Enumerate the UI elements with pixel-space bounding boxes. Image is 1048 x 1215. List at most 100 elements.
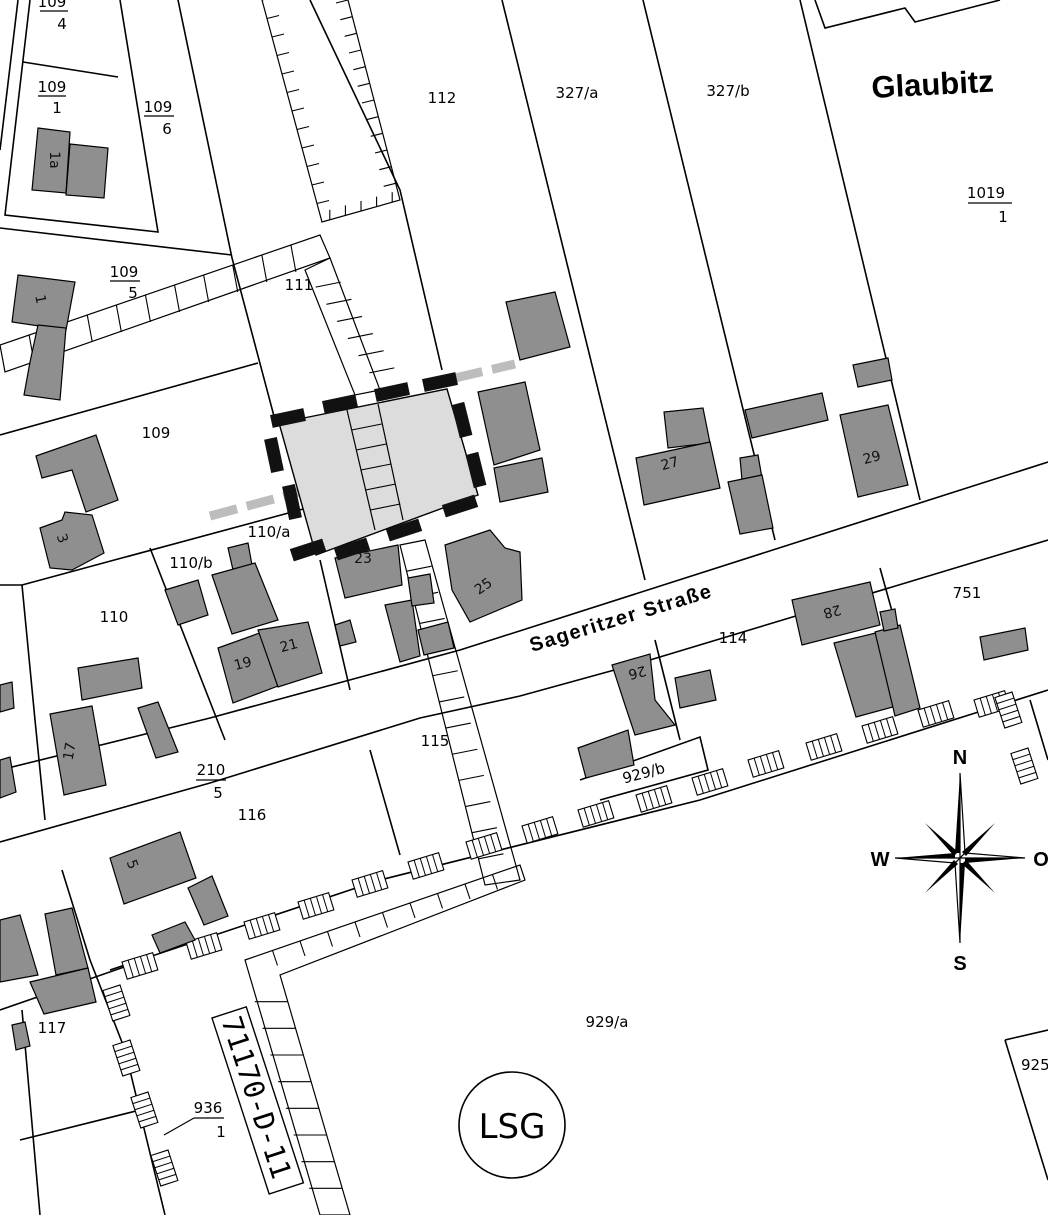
building — [577, 729, 635, 779]
parcel-label-925: 925 — [1021, 1056, 1048, 1074]
building — [0, 756, 17, 799]
compass-rose: N S W O — [871, 747, 1048, 975]
compass-south-label: S — [953, 953, 966, 975]
parcel-label-110b: 110/b — [169, 554, 212, 572]
building — [611, 653, 677, 736]
house-number-1a: 1a — [46, 151, 62, 169]
building — [674, 669, 717, 709]
house-number-28: 28 — [821, 601, 842, 621]
parcel-label-110: 110 — [100, 608, 129, 626]
fence-hatching — [261, 0, 401, 223]
parcel-fraction-1019-1: 1019 1 — [967, 184, 1012, 226]
building — [979, 627, 1029, 661]
buildings — [0, 127, 1029, 1051]
parcel-fraction-936-1: 936 1 — [163, 1099, 226, 1141]
building — [477, 381, 541, 466]
house-number-17: 17 — [61, 741, 80, 761]
building — [493, 457, 549, 503]
building — [635, 441, 721, 506]
parcel-number: 109 — [38, 0, 67, 11]
house-number-1: 1 — [31, 294, 48, 306]
town-name: Glaubitz — [871, 64, 995, 105]
building — [151, 921, 196, 954]
building — [29, 967, 97, 1015]
map-sheet-code: 71170-D-11 — [211, 1005, 305, 1195]
parcel-number: 109 — [110, 263, 139, 281]
house-number-23: 23 — [354, 551, 372, 567]
parcel-fraction-210-5: 210 5 — [196, 761, 226, 802]
parcel-subnumber: 1 — [216, 1123, 226, 1141]
lsg-label: LSG — [479, 1107, 546, 1147]
parcel-subnumber: 5 — [213, 784, 223, 802]
parcel-subnumber: 1 — [998, 208, 1008, 226]
building — [65, 143, 109, 199]
street-name: Sageritzer Straße — [527, 580, 715, 657]
parcel-label-109: 109 — [142, 424, 171, 442]
building — [49, 705, 107, 796]
parcel-fraction-109-5: 109 5 — [110, 263, 140, 302]
building — [0, 681, 15, 713]
parcel-label-929a: 929/a — [586, 1013, 629, 1031]
parcel-number: 936 — [194, 1099, 223, 1117]
house-number-19: 19 — [232, 654, 253, 674]
building — [39, 511, 105, 571]
building — [35, 434, 119, 513]
parcel-fraction-109-6: 109 6 — [144, 98, 174, 138]
parcel-label-114: 114 — [719, 629, 748, 647]
house-number-26: 26 — [626, 662, 647, 682]
building — [211, 562, 279, 635]
building — [839, 404, 909, 498]
parcel-number: 1019 — [967, 184, 1005, 202]
parcel-label-327b: 327/b — [706, 82, 749, 100]
parcel-fraction-109-4: 109 4 — [38, 0, 68, 33]
path-strips — [0, 234, 526, 1215]
compass-west-label: W — [871, 849, 890, 871]
house-number-21: 21 — [278, 636, 299, 656]
building — [384, 599, 421, 663]
parcel-label-116: 116 — [238, 806, 267, 824]
building — [44, 907, 89, 976]
parcel-number: 109 — [144, 98, 173, 116]
parcel-label-115: 115 — [421, 732, 450, 750]
building — [417, 621, 455, 656]
house-number-29: 29 — [861, 448, 882, 468]
building — [407, 573, 435, 607]
building — [109, 831, 197, 905]
parcel-label-111: 111 — [285, 276, 314, 294]
parcel-fraction-109-1: 109 1 — [38, 78, 67, 117]
compass-north-label: N — [953, 747, 967, 769]
building — [334, 619, 357, 647]
compass-east-label: O — [1033, 849, 1048, 871]
building — [187, 875, 229, 926]
building — [257, 621, 323, 688]
building — [791, 581, 881, 646]
parcel-label-110a: 110/a — [248, 523, 291, 541]
building — [164, 579, 209, 626]
building — [23, 324, 67, 401]
highlighted-building-area — [208, 359, 517, 562]
house-number-27: 27 — [659, 454, 680, 474]
parking-bays — [102, 689, 1039, 1187]
parcel-number: 210 — [197, 761, 226, 779]
lsg-marker: LSG — [458, 1071, 566, 1179]
building — [744, 392, 829, 439]
building — [334, 544, 403, 599]
building — [0, 914, 39, 983]
parcel-label-327a: 327/a — [556, 84, 599, 102]
parcel-subnumber: 1 — [52, 99, 62, 117]
parcel-subnumber: 5 — [128, 284, 138, 302]
building — [505, 291, 571, 361]
building — [852, 357, 893, 388]
building — [77, 657, 143, 701]
parcel-number: 109 — [38, 78, 67, 96]
building — [879, 608, 899, 632]
parcel-subnumber: 4 — [57, 15, 67, 33]
parcel-subnumber: 6 — [162, 120, 172, 138]
building — [444, 529, 523, 623]
building — [137, 701, 179, 759]
building — [11, 1021, 31, 1051]
parcel-label-117: 117 — [38, 1019, 67, 1037]
building — [663, 407, 711, 449]
